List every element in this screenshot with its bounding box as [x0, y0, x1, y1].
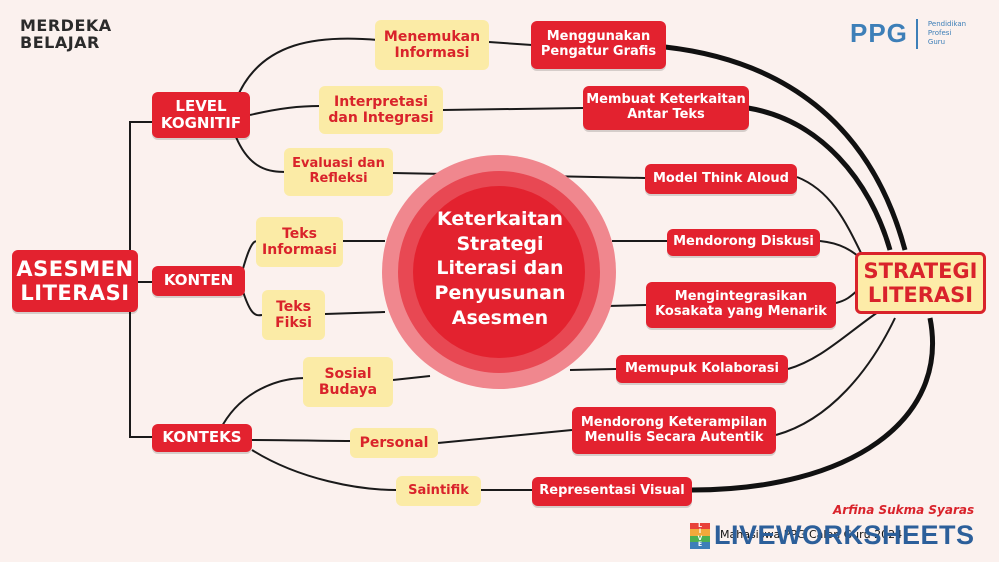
strategy-menulis-autentik: Mendorong Keterampilan Menulis Secara Au…	[572, 407, 776, 454]
saintifik-node: Saintifik	[396, 476, 481, 506]
teks-informasi-node: Teks Informasi	[256, 217, 343, 267]
menemukan-informasi-node: Menemukan Informasi	[375, 20, 489, 70]
strategy-representasi-visual: Representasi Visual	[532, 477, 692, 506]
merdeka-belajar-logo: MERDEKA BELAJAR	[20, 16, 112, 52]
konteks-node: KONTEKS	[152, 424, 252, 452]
ppg-subtitle: Pendidikan Profesi Guru	[927, 19, 967, 47]
strategy-kosakata: Mengintegrasikan Kosakata yang Menarik	[646, 282, 836, 328]
evaluasi-refleksi-node: Evaluasi dan Refleksi	[284, 148, 393, 196]
liveworksheets-watermark: L I V E LIVEWORKSHEETS	[690, 520, 975, 551]
liveworksheets-icon: L I V E	[690, 522, 710, 549]
konten-node: KONTEN	[152, 266, 245, 296]
strategy-kolaborasi: Memupuk Kolaborasi	[616, 355, 788, 383]
asesmen-literasi-node: ASESMEN LITERASI	[12, 250, 138, 312]
strategy-think-aloud: Model Think Aloud	[645, 164, 797, 194]
personal-node: Personal	[350, 428, 438, 458]
liveworksheets-text: LIVEWORKSHEETS	[714, 520, 975, 550]
strategi-literasi-node: STRATEGI LITERASI	[855, 252, 986, 314]
strategy-keterkaitan-antar-teks: Membuat Keterkaitan Antar Teks	[583, 86, 749, 130]
center-title: Keterkaitan Strategi Literasi dan Penyus…	[434, 208, 566, 329]
strategy-mendorong-diskusi: Mendorong Diskusi	[667, 229, 820, 256]
author-subtitle: Mahasiswa PPG Calon Guru 2024	[720, 528, 903, 541]
author-name: Arfina Sukma Syaras	[833, 503, 975, 517]
interpretasi-integrasi-node: Interpretasi dan Integrasi	[319, 86, 443, 134]
strategy-pengatur-grafis: Menggunakan Pengatur Grafis	[531, 21, 666, 69]
ppg-logo-text: PPG	[850, 18, 908, 48]
teks-fiksi-node: Teks Fiksi	[262, 290, 325, 340]
level-kognitif-node: LEVEL KOGNITIF	[152, 92, 250, 138]
center-circle	[382, 155, 616, 389]
ppg-divider	[915, 18, 918, 49]
sosial-budaya-node: Sosial Budaya	[303, 357, 393, 407]
ppg-logo: PPG Pendidikan Profesi Guru	[850, 18, 966, 49]
